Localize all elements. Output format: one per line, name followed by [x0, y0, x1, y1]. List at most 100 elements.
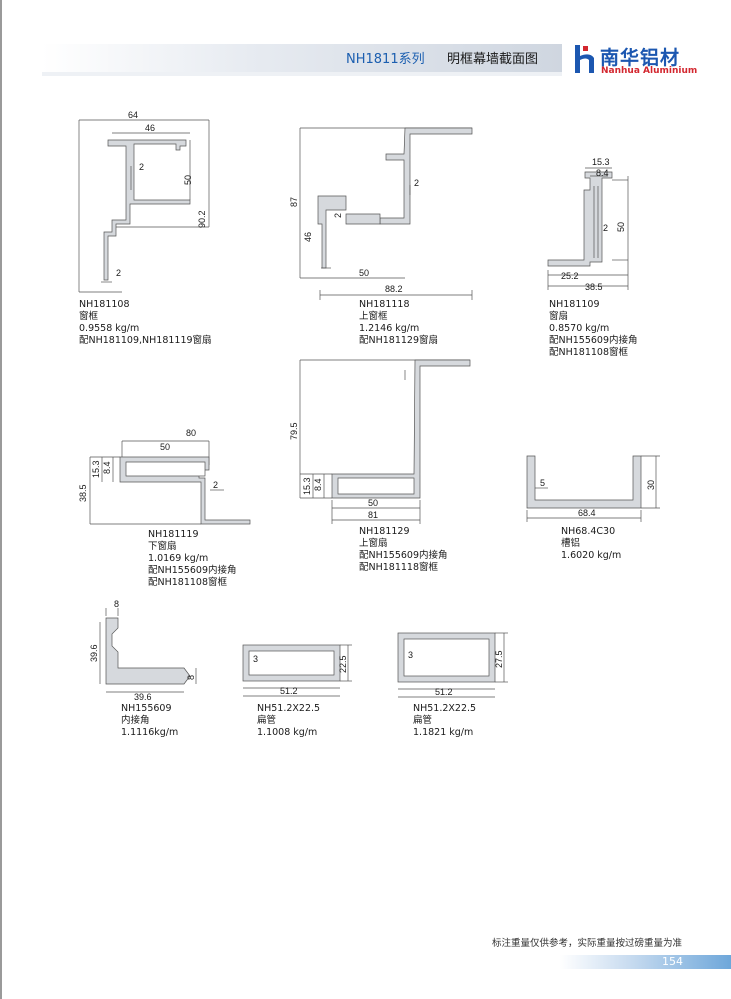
- profile-note: 配NH181129窗扇: [359, 335, 439, 346]
- profile-code: NH51.2X22.5: [257, 703, 321, 714]
- caption-nh181129: NH181129 上窗扇 配NH155609内接角 配NH181118窗框: [359, 526, 448, 574]
- profile-note: 配NH155609内接角: [359, 550, 448, 561]
- profile-name: 下窗扇: [148, 541, 177, 552]
- dim-flat-b-512: 51.2: [435, 687, 453, 697]
- dim-nh181119-80: 80: [186, 428, 196, 438]
- dim-flat-a-225: 22.5: [338, 655, 348, 673]
- profile-code: NH181129: [359, 526, 410, 537]
- profile-name: 槽铝: [561, 538, 581, 549]
- dim-nh181109-153: 15.3: [592, 157, 610, 167]
- header-underline: [42, 72, 562, 76]
- logo-english: Nanhua Aluminium: [601, 66, 698, 76]
- profile-nh181129: [299, 359, 471, 524]
- dim-nh181129-81: 81: [368, 510, 378, 520]
- profile-note: 配NH155609内接角: [549, 335, 638, 346]
- profile-code: NH181108: [79, 299, 130, 310]
- dim-nh181108-50: 50: [183, 175, 193, 185]
- dim-nh181108-64: 64: [128, 110, 138, 120]
- profile-code: NH51.2X22.5: [413, 703, 477, 714]
- dim-flat-b-275: 27.5: [494, 650, 504, 668]
- logo-chinese: 南华铝材: [600, 47, 681, 69]
- footer-bar: [560, 955, 731, 969]
- profile-name: 上窗扇: [359, 538, 388, 549]
- dim-nh155609-396a: 39.6: [89, 644, 99, 662]
- dim-nh181118-87: 87: [289, 197, 299, 207]
- profile-note: 配NH155609内接角: [148, 565, 237, 576]
- profile-weight: 1.2146 kg/m: [359, 323, 420, 334]
- profile-nh512x225-a: [242, 644, 352, 697]
- profile-name: 窗框: [79, 311, 99, 322]
- dim-flat-a-3: 3: [253, 654, 258, 664]
- profile-code: NH181119: [148, 529, 199, 540]
- profile-name: 内接角: [121, 715, 150, 726]
- caption-nh512x225-b: NH51.2X22.5 扁管 1.1821 kg/m: [413, 703, 476, 739]
- dim-nh181119-50: 50: [160, 442, 170, 452]
- dim-flat-a-512: 51.2: [280, 686, 298, 696]
- profile-weight: 1.1821 kg/m: [413, 727, 474, 738]
- dim-nh181109-385: 38.5: [585, 282, 603, 292]
- profile-note-2: 配NH181108窗框: [148, 577, 228, 588]
- profile-name: 扁管: [413, 715, 433, 726]
- dim-nh181108-46: 46: [145, 123, 155, 133]
- caption-nh155609: NH155609 内接角 1.1116kg/m: [121, 703, 178, 739]
- profile-nh181118: [299, 127, 473, 300]
- dim-nh181129-50: 50: [368, 498, 378, 508]
- profile-code: NH155609: [121, 703, 172, 714]
- profile-code: NH181109: [549, 299, 600, 310]
- dim-nh684c30-5: 5: [540, 478, 545, 488]
- page-left-border: [0, 0, 2, 999]
- logo-mark-icon: [575, 45, 594, 73]
- profile-weight: 1.6020 kg/m: [561, 550, 622, 561]
- page-number: 154: [662, 955, 683, 968]
- profile-nh155609: [99, 608, 197, 693]
- dim-nh181109-50: 50: [616, 222, 626, 232]
- profile-nh512x225-b: [397, 632, 508, 698]
- dim-nh181108-90: 90.2: [197, 210, 207, 228]
- dim-nh181109-2: 2: [603, 223, 608, 233]
- dim-nh181109-252: 25.2: [561, 271, 579, 281]
- profile-name: 扁管: [257, 715, 277, 726]
- caption-nh512x225-a: NH51.2X22.5 扁管 1.1008 kg/m: [257, 703, 320, 739]
- profile-nh181108: [78, 119, 210, 293]
- series-label: NH1811系列: [346, 52, 425, 67]
- profile-name: 上窗框: [359, 311, 388, 322]
- dim-nh155609-8b: 8: [186, 675, 196, 680]
- dim-nh181118-50: 50: [359, 268, 369, 278]
- dim-nh181119-84: 8.4: [102, 461, 112, 474]
- caption-nh181118: NH181118 上窗框 1.2146 kg/m 配NH181129窗扇: [359, 299, 438, 347]
- caption-nh684c30: NH68.4C30 槽铝 1.6020 kg/m: [561, 526, 621, 562]
- profile-weight: 0.8570 kg/m: [549, 323, 610, 334]
- dim-nh684c30-684: 68.4: [578, 508, 596, 518]
- profile-weight: 1.1008 kg/m: [257, 727, 318, 738]
- profile-weight: 1.1116kg/m: [121, 727, 179, 738]
- dim-nh181119-153: 15.3: [91, 460, 101, 478]
- profile-code: NH181118: [359, 299, 410, 310]
- dim-nh181129-795: 79.5: [289, 422, 299, 440]
- dim-nh181119-385: 38.5: [78, 484, 88, 502]
- dim-flat-b-3: 3: [408, 650, 413, 660]
- profile-note-2: 配NH181118窗框: [359, 562, 439, 573]
- header-band: [42, 44, 562, 72]
- dim-nh181129-84: 8.4: [313, 478, 323, 491]
- dim-nh155609-8a: 8: [114, 599, 119, 609]
- dim-nh181118-2a: 2: [333, 213, 343, 218]
- profile-note: 配NH181109,NH181119窗扇: [79, 335, 212, 346]
- caption-nh181109: NH181109 窗扇 0.8570 kg/m 配NH155609内接角 配NH…: [549, 299, 638, 359]
- dim-nh181108-2a: 2: [139, 162, 144, 172]
- dim-nh181108-2b: 2: [116, 268, 121, 278]
- dim-nh181118-88: 88.2: [385, 284, 403, 294]
- dim-nh181118-2b: 2: [414, 178, 419, 188]
- profile-note-2: 配NH181108窗框: [549, 347, 629, 358]
- dim-nh684c30-30: 30: [646, 480, 656, 490]
- weight-disclaimer: 标注重量仅供参考，实际重量按过磅重量为准: [492, 938, 683, 949]
- profile-name: 窗扇: [549, 311, 569, 322]
- dim-nh181109-84: 8.4: [596, 168, 609, 178]
- dim-nh181118-46: 46: [303, 232, 313, 242]
- profile-weight: 0.9558 kg/m: [79, 323, 140, 334]
- profile-nh181109: [547, 167, 629, 290]
- profile-nh181119: [89, 440, 251, 525]
- profile-weight: 1.0169 kg/m: [148, 553, 209, 564]
- page-title: 明框幕墙截面图: [447, 52, 539, 67]
- profile-code: NH68.4C30: [561, 526, 616, 537]
